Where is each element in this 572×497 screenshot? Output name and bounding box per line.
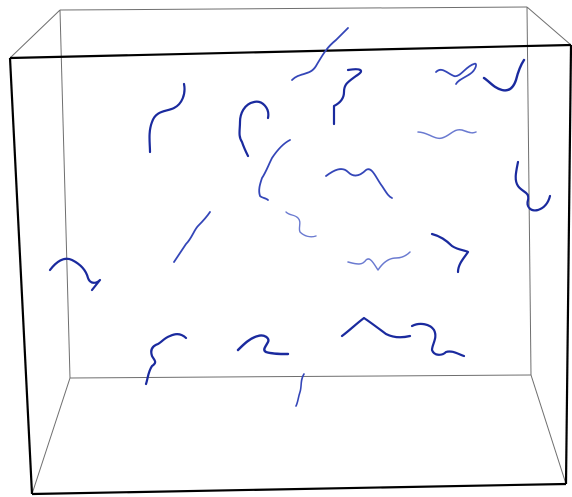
box-edge	[564, 44, 572, 485]
polymer-strand	[325, 168, 393, 199]
box-edge	[31, 482, 567, 496]
polymer-strand	[410, 322, 466, 358]
polymer-strand	[435, 62, 477, 85]
polymer-strand	[285, 211, 317, 238]
box-depth-edges	[9, 6, 572, 495]
polymer-strand	[332, 68, 363, 126]
polymer-strand	[144, 332, 188, 386]
box-edge	[59, 9, 71, 379]
polymer-strand	[430, 232, 470, 274]
polymer-strand	[236, 334, 290, 356]
polymer-strand	[291, 27, 349, 81]
polymer-strands	[48, 27, 552, 407]
polymer-strand	[340, 316, 412, 339]
polymer-strand	[482, 58, 526, 92]
polymer-strand	[238, 100, 270, 158]
box-edge	[69, 374, 532, 379]
box-edge	[59, 6, 528, 11]
polymer-strand	[148, 82, 186, 154]
polymer-strand	[417, 128, 477, 140]
box-edge	[9, 43, 572, 60]
box-edge	[31, 377, 71, 495]
box-edge	[530, 374, 567, 485]
polymer-strand	[258, 139, 291, 201]
box-front-face	[8, 43, 572, 496]
polymer-strand	[295, 373, 305, 407]
box-edge	[9, 9, 61, 59]
box-edge	[8, 57, 34, 495]
polymer-strand	[347, 251, 411, 271]
box-back-face	[59, 6, 532, 379]
box-edge	[526, 6, 532, 376]
polymer-strand	[48, 257, 102, 292]
box-edge	[526, 6, 572, 46]
polymer-strand	[173, 211, 211, 263]
polymer-strand	[514, 160, 552, 212]
